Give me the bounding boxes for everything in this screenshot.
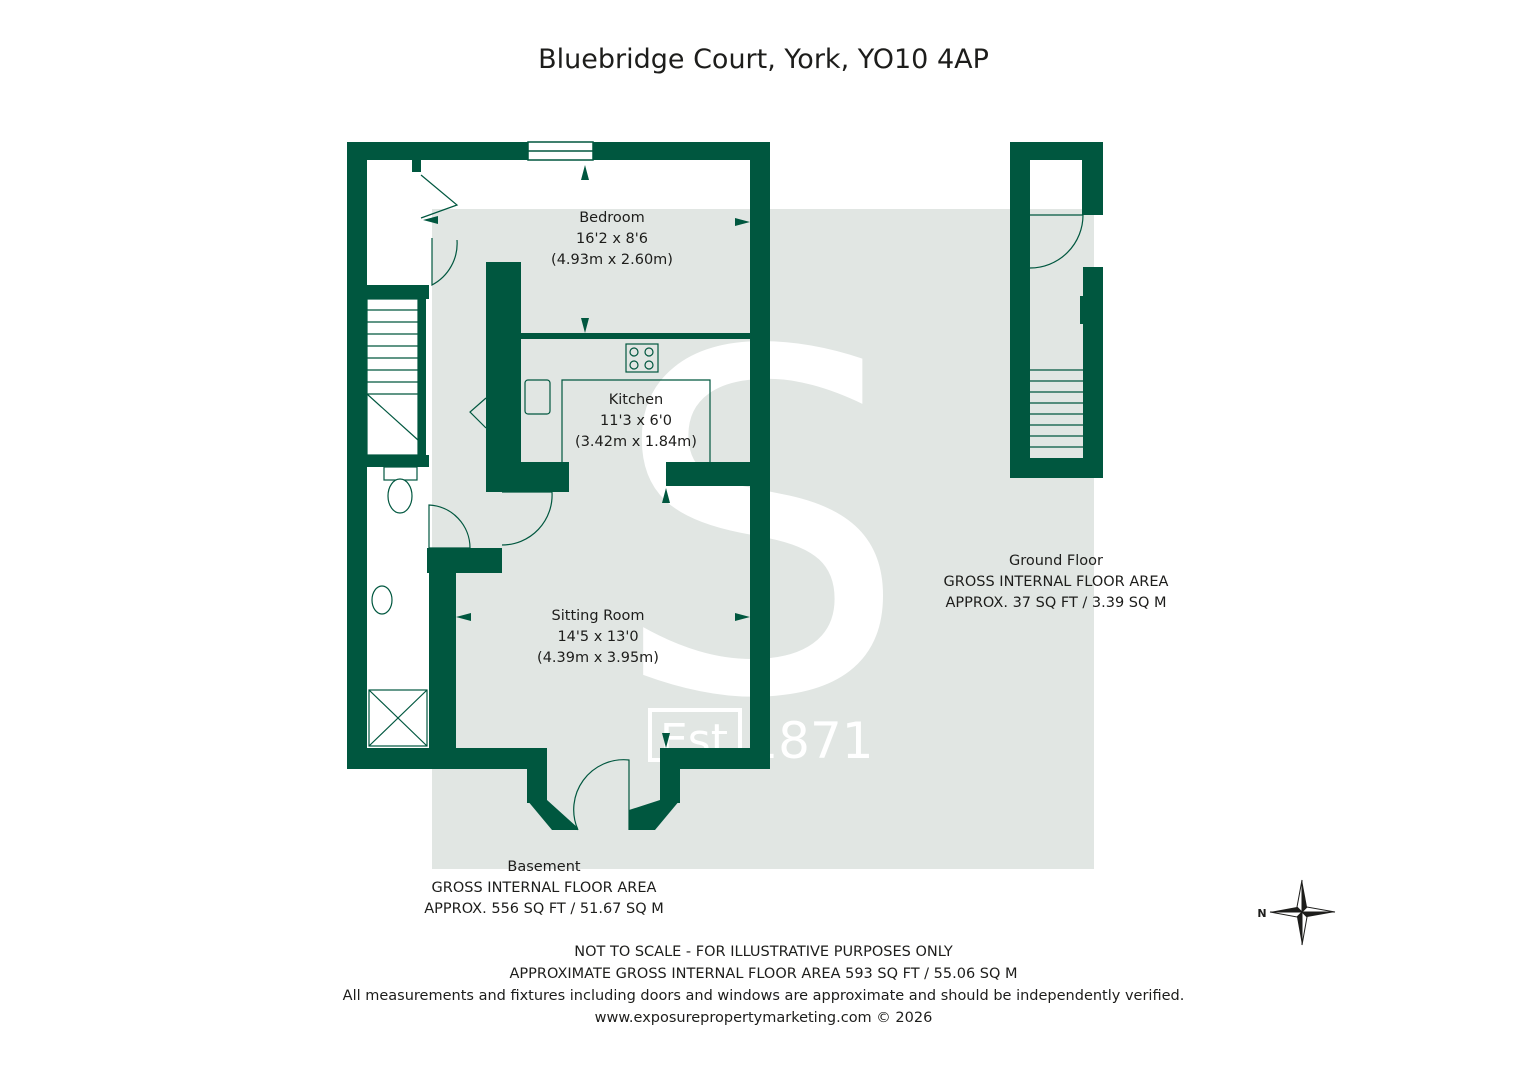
- room-dimensions-imperial: 11'3 x 6'0: [600, 413, 672, 429]
- room-dimensions-metric: (4.93m x 2.60m): [551, 252, 673, 268]
- ground-floor-stairs: [1029, 214, 1084, 448]
- total-area-line: APPROXIMATE GROSS INTERNAL FLOOR AREA 59…: [509, 966, 1018, 982]
- disclaimer-measurements: All measurements and fixtures including …: [342, 988, 1185, 1004]
- floor-area-label: GROSS INTERNAL FLOOR AREA: [431, 880, 657, 896]
- kitchen-units: [524, 343, 711, 462]
- page-title: Bluebridge Court, York, YO10 4AP: [538, 44, 989, 75]
- dimension-arrows: [423, 165, 750, 748]
- toilet-icon: [383, 466, 418, 514]
- floor-name: Ground Floor: [1008, 553, 1104, 569]
- floor-name: Basement: [507, 859, 581, 875]
- room-label-kitchen: Kitchen 11'3 x 6'0 (3.42m x 1.84m): [536, 390, 736, 453]
- kitchen-door: [501, 491, 553, 546]
- room-dimensions-imperial: 16'2 x 8'6: [576, 231, 648, 247]
- floor-area-value: APPROX. 37 SQ FT / 3.39 SQ M: [945, 595, 1167, 611]
- bathroom-door: [428, 504, 471, 549]
- shower-icon: [368, 689, 428, 747]
- compass-icon: N: [1257, 879, 1336, 946]
- basin-icon: [371, 585, 393, 615]
- basement-walls: [347, 142, 770, 830]
- room-label-sitting-room: Sitting Room 14'5 x 13'0 (4.39m x 3.95m): [498, 606, 698, 669]
- room-label-bedroom: Bedroom 16'2 x 8'6 (4.93m x 2.60m): [512, 208, 712, 271]
- ground-floor-walls: [1010, 142, 1103, 478]
- ground-floor-area: Ground Floor GROSS INTERNAL FLOOR AREA A…: [906, 551, 1206, 614]
- basement-floor-area: Basement GROSS INTERNAL FLOOR AREA APPRO…: [374, 857, 714, 920]
- window: [527, 141, 594, 161]
- room-dimensions-metric: (3.42m x 1.84m): [575, 434, 697, 450]
- cupboard-doors: [420, 174, 487, 429]
- room-dimensions-imperial: 14'5 x 13'0: [557, 629, 639, 645]
- copyright-link: www.exposurepropertymarketing.com © 2026: [594, 1010, 933, 1026]
- disclaimer-line: NOT TO SCALE - FOR ILLUSTRATIVE PURPOSES…: [574, 944, 953, 960]
- front-door: [573, 759, 630, 831]
- floor-area-label: GROSS INTERNAL FLOOR AREA: [943, 574, 1169, 590]
- floor-area-value: APPROX. 556 SQ FT / 51.67 SQ M: [424, 901, 664, 917]
- compass-north-label: N: [1257, 907, 1266, 920]
- room-name: Kitchen: [608, 392, 664, 408]
- room-dimensions-metric: (4.39m x 3.95m): [537, 650, 659, 666]
- room-name: Sitting Room: [551, 608, 645, 624]
- room-name: Bedroom: [579, 210, 645, 226]
- basement-stairs: [366, 298, 419, 456]
